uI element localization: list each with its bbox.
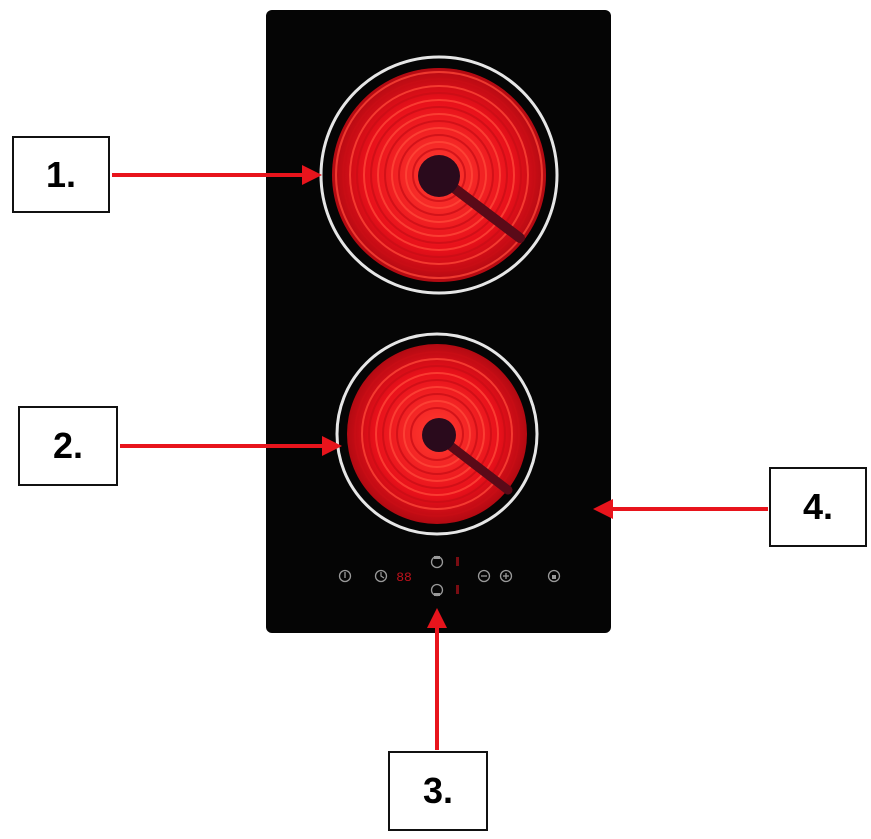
callout-1: 1. xyxy=(12,136,110,213)
callout-2: 2. xyxy=(18,406,118,486)
burner-small-coil-ring xyxy=(375,372,499,496)
burner-large-coil-ring xyxy=(370,106,508,244)
burner-large-coil-ring xyxy=(412,148,466,202)
minus-icon[interactable] xyxy=(477,569,491,583)
zone-select-icon-top[interactable] xyxy=(430,555,444,569)
burner-small-coil-ring xyxy=(396,393,478,475)
burner-large-coil-ring xyxy=(391,127,487,223)
burner-small-coil-ring xyxy=(368,365,506,503)
zone-indicator-top xyxy=(456,557,459,566)
burner-small-center xyxy=(422,418,456,452)
touch-control-panel: 88 xyxy=(338,555,561,597)
burner-large-coil-ring xyxy=(342,78,536,272)
zone-select-icon-bottom[interactable] xyxy=(430,583,444,597)
burner-large-coil-ring xyxy=(377,113,501,237)
burner-small xyxy=(335,332,539,536)
lock-icon[interactable] xyxy=(547,569,561,583)
burner-large-coil-ring xyxy=(349,85,529,265)
power-icon[interactable] xyxy=(338,569,352,583)
plus-icon[interactable] xyxy=(499,569,513,583)
burner-small-coil-ring xyxy=(403,400,471,468)
burner-large-coil-ring xyxy=(398,134,480,216)
burner-large-spoke xyxy=(445,180,525,243)
callout-4: 4. xyxy=(769,467,867,547)
timer-display: 88 xyxy=(396,570,412,585)
burner-large-coil-ring xyxy=(405,141,473,209)
burner-large-coil-ring xyxy=(384,120,494,230)
burner-large-coils xyxy=(335,71,543,279)
burner-small-ring xyxy=(335,332,539,536)
zone-indicator-bottom xyxy=(456,585,459,594)
burner-large-coil-ring xyxy=(356,92,522,258)
burner-small-coil-ring xyxy=(361,358,513,510)
callout-3: 3. xyxy=(388,751,488,831)
burner-large-center xyxy=(418,155,460,197)
burner-small-coil-ring xyxy=(354,351,520,517)
burner-small-coil-ring xyxy=(410,407,464,461)
burner-large-coil-ring xyxy=(335,71,543,279)
timer-icon[interactable] xyxy=(374,569,388,583)
burner-small-spoke xyxy=(443,439,513,495)
burner-small-coil-ring xyxy=(389,386,485,482)
burner-small-coils xyxy=(354,351,520,517)
burner-large-coil-ring xyxy=(363,99,515,251)
burner-large xyxy=(319,55,559,295)
burner-small-coil-ring xyxy=(382,379,492,489)
